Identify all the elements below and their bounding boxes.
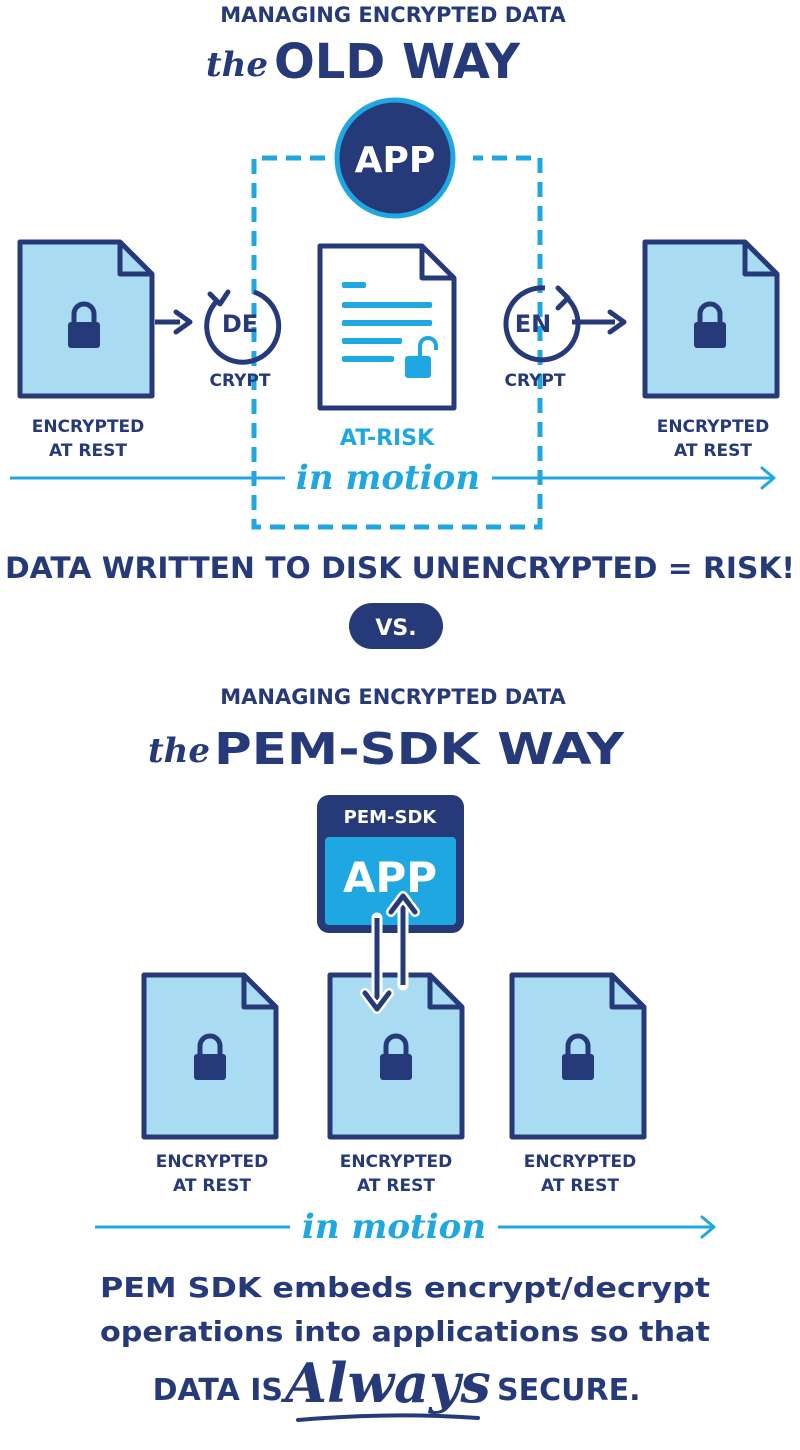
sdk-file-2-icon — [327, 972, 465, 1140]
left-file-caption-line1: ENCRYPTED — [32, 417, 145, 437]
in-motion-arrow-icon — [10, 466, 776, 490]
encrypt-cycle-icon — [503, 285, 581, 363]
new-way-heading-title: PEM-SDK WAY — [214, 724, 625, 775]
decrypt-suffix: CRYPT — [209, 371, 270, 391]
emphasis-underline — [296, 1413, 480, 1422]
new-way-heading-the: the — [148, 731, 210, 771]
summary-emphasis: Always — [280, 1351, 491, 1415]
app-label: APP — [355, 140, 436, 181]
unlocked-padlock-icon — [405, 336, 438, 378]
new-way-heading-line1: MANAGING ENCRYPTED DATA — [220, 685, 566, 709]
app-circle — [334, 97, 456, 219]
versus-badge — [349, 603, 443, 649]
sdk-in-motion-arrow-icon — [95, 1215, 716, 1239]
old-way-heading-the: the — [206, 45, 268, 85]
pem-sdk-app-box — [317, 795, 464, 933]
process-boundary — [251, 155, 543, 530]
sdk-file-1-caption-line1: ENCRYPTED — [156, 1152, 269, 1172]
pem-sdk-app-label: APP — [343, 853, 437, 902]
decrypt-prefix: DE — [222, 310, 258, 338]
arrow-to-decrypt-icon — [155, 309, 193, 335]
sdk-file-3-caption-line1: ENCRYPTED — [524, 1152, 637, 1172]
right-file-icon — [642, 239, 780, 399]
sdk-file-2-caption-line2: AT REST — [357, 1176, 435, 1196]
pem-sdk-label: PEM-SDK — [344, 807, 438, 828]
encrypt-prefix: EN — [515, 310, 551, 338]
in-motion-label: in motion — [296, 458, 480, 498]
old-way-heading-title: OLD WAY — [274, 34, 521, 90]
sdk-file-1-caption-line2: AT REST — [173, 1176, 251, 1196]
right-file-caption-line1: ENCRYPTED — [657, 417, 770, 437]
encrypt-suffix: CRYPT — [504, 371, 565, 391]
at-risk-label: AT-RISK — [340, 426, 435, 451]
versus-label: VS. — [375, 616, 416, 641]
left-file-icon — [17, 239, 155, 399]
at-risk-document-icon — [317, 243, 457, 411]
sdk-in-motion-label: in motion — [302, 1207, 486, 1247]
summary-prefix: DATA IS — [153, 1373, 283, 1408]
bidirectional-arrows-icon — [360, 891, 420, 1014]
old-way-heading-line1: MANAGING ENCRYPTED DATA — [220, 3, 566, 27]
right-file-caption-line2: AT REST — [674, 441, 752, 461]
risk-statement: DATA WRITTEN TO DISK UNENCRYPTED = RISK! — [5, 551, 795, 585]
sdk-file-3-icon — [509, 972, 647, 1140]
left-file-caption-line2: AT REST — [49, 441, 127, 461]
sdk-file-2-caption-line1: ENCRYPTED — [340, 1152, 453, 1172]
sdk-file-1-icon — [141, 972, 279, 1140]
summary-line-2: operations into applications so that — [100, 1315, 710, 1348]
decrypt-cycle-icon — [204, 289, 282, 365]
summary-line-1: PEM SDK embeds encrypt/decrypt — [100, 1271, 710, 1304]
sdk-file-3-caption-line2: AT REST — [541, 1176, 619, 1196]
arrow-to-right-file-icon — [572, 309, 627, 335]
summary-suffix: SECURE. — [497, 1373, 640, 1408]
